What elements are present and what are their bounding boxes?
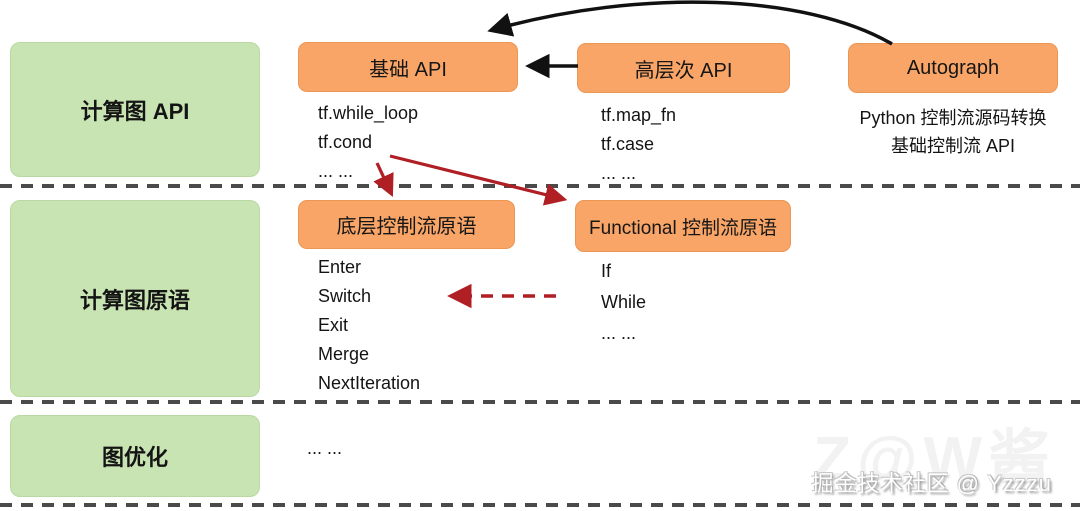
node-high-level-api: 高层次 API [577, 43, 790, 93]
layer-label-graph-primitives: 计算图原语 [79, 287, 190, 313]
list-item: ... ... [601, 163, 637, 183]
list-item: ... ... [318, 161, 354, 181]
list-item: tf.cond [318, 132, 373, 152]
list-item: Merge [318, 344, 370, 364]
autograph-desc-line: Python 控制流源码转换 [859, 108, 1047, 128]
node-low-level-primitives-title: 底层控制流原语 [336, 216, 477, 238]
list-item: While [601, 292, 647, 312]
node-high-level-api-title: 高层次 API [634, 59, 733, 82]
separator-line-1 [0, 184, 1080, 188]
list-item: Exit [318, 315, 349, 335]
low-level-primitives-item-list: Enter Switch Exit Merge NextIteration [318, 253, 420, 398]
watermark-ghost: Z@W酱 [813, 425, 1056, 494]
node-functional-primitives: Functional 控制流原语 [575, 200, 791, 252]
list-item: Switch [318, 286, 372, 306]
list-item: tf.while_loop [318, 103, 419, 123]
graph-optimization-ellipsis: ... ... [307, 438, 343, 458]
node-basic-api-title: 基础 API [369, 58, 447, 81]
high-level-api-item-list: tf.map_fn tf.case ... ... [601, 101, 676, 188]
node-basic-api: 基础 API [298, 42, 518, 92]
node-low-level-primitives: 底层控制流原语 [298, 200, 515, 249]
basic-api-item-list: tf.while_loop tf.cond ... ... [318, 99, 418, 186]
layer-box-graph-primitives: 计算图原语 [10, 200, 260, 397]
layer-label-graph-optimization: 图优化 [101, 445, 168, 470]
list-item: If [601, 261, 612, 281]
list-item: Enter [318, 257, 362, 277]
node-functional-primitives-title: Functional 控制流原语 [589, 217, 777, 239]
layer-box-graph-optimization: 图优化 [10, 415, 260, 497]
list-item: ... ... [601, 323, 637, 343]
separator-line-3 [0, 503, 1080, 507]
watermark-text: 掘金技术社区 @ Yzzzu [811, 471, 1052, 496]
list-item: tf.map_fn [601, 105, 677, 125]
layer-label-graph-api: 计算图 API [80, 98, 190, 124]
node-autograph-title: Autograph [906, 56, 1000, 79]
functional-primitives-item-list: If While ... ... [601, 256, 646, 349]
autograph-description: Python 控制流源码转换 基础控制流 API [838, 104, 1068, 160]
separator-line-2 [0, 400, 1080, 404]
list-item: tf.case [601, 134, 655, 154]
node-autograph: Autograph [848, 43, 1058, 93]
layer-box-graph-api: 计算图 API [10, 42, 260, 177]
list-item: NextIteration [318, 373, 421, 393]
autograph-desc-line: 基础控制流 API [890, 136, 1015, 156]
arrow-autograph-to-basic-icon [487, 0, 893, 46]
